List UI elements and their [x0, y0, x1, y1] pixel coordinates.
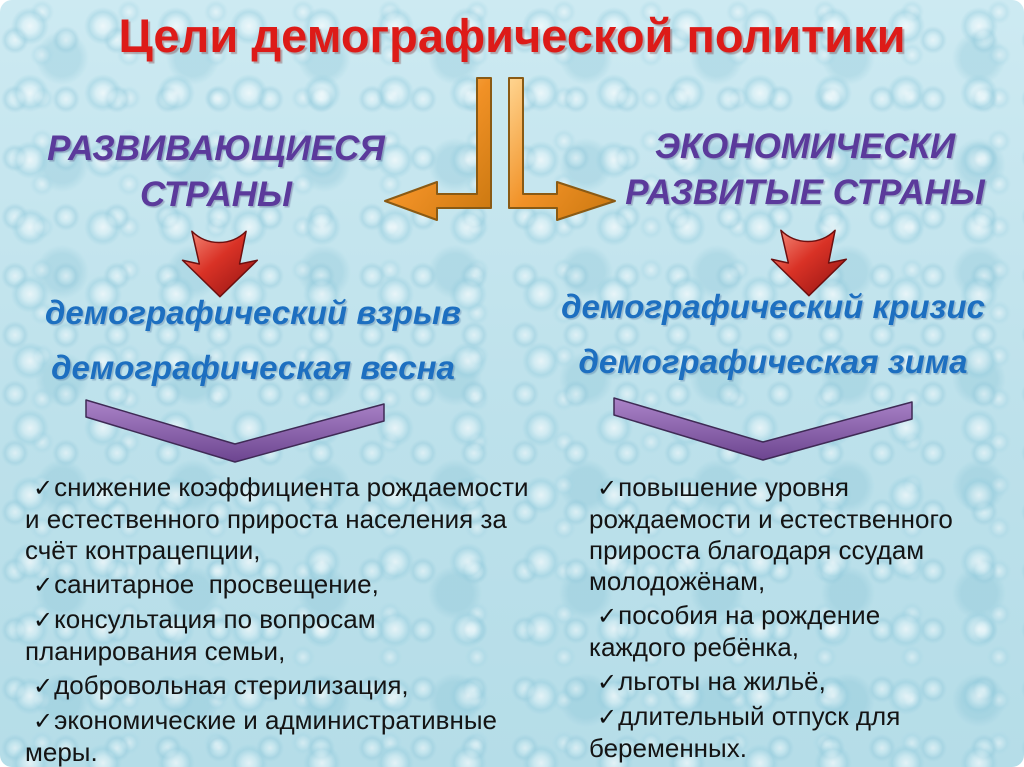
right-branch-heading: ЭКОНОМИЧЕСКИ РАЗВИТЫЕ СТРАНЫ [605, 124, 1005, 216]
list-item: ✓санитарное просвещение, [25, 569, 542, 601]
down-arrow-icon-right [770, 229, 848, 297]
list-item: ✓добровольная стерилизация, [25, 670, 542, 702]
right-branch-heading-line2: РАЗВИТЫЕ СТРАНЫ [625, 173, 985, 212]
list-item: ✓экономические и административные меры. [25, 705, 542, 767]
chevron-divider-icon-right [613, 397, 913, 461]
checkmark-icon: ✓ [33, 607, 54, 634]
list-item: ✓льготы на жильё, [589, 666, 981, 698]
list-item: ✓консультация по вопросам планирования с… [25, 604, 542, 667]
list-item: ✓пособия на рождение каждого ребёнка, [589, 600, 981, 663]
left-result-line2: демографическая весна [51, 349, 455, 386]
right-result-line1: демографический кризис [561, 288, 985, 325]
right-result-line2: демографическая зима [578, 343, 968, 380]
chevron-divider-icon-left [85, 399, 385, 463]
checkmark-icon: ✓ [33, 572, 54, 599]
list-item: ✓повышение уровня рождаемости и естестве… [589, 472, 981, 597]
left-result-line1: демографический взрыв [45, 294, 461, 331]
list-item-text: длительный отпуск для беременных. [589, 701, 908, 763]
right-branch-heading-line1: ЭКОНОМИЧЕСКИ [654, 127, 956, 166]
checkmark-icon: ✓ [597, 669, 618, 696]
left-branch-heading-line1: РАЗВИВАЮЩИЕСЯ [47, 129, 385, 168]
list-item-text: повышение уровня рождаемости и естествен… [589, 472, 961, 596]
right-branch-result: демографический кризис демографическая з… [528, 288, 1018, 381]
list-item-text: санитарное просвещение, [54, 569, 379, 599]
right-measures-list: ✓повышение уровня рождаемости и естестве… [589, 472, 981, 767]
list-item-text: консультация по вопросам планирования се… [25, 604, 383, 666]
list-item-text: добровольная стерилизация, [54, 670, 409, 700]
left-branch-heading-line2: СТРАНЫ [139, 175, 292, 214]
list-item: ✓снижение коэффициента рождаемости и ест… [25, 472, 542, 566]
list-item-text: снижение коэффициента рождаемости и есте… [25, 472, 536, 565]
left-branch-heading: РАЗВИВАЮЩИЕСЯ СТРАНЫ [16, 126, 416, 218]
checkmark-icon: ✓ [597, 704, 618, 731]
list-item-text: льготы на жильё, [618, 666, 826, 696]
down-arrow-icon-left [181, 230, 259, 298]
checkmark-icon: ✓ [33, 708, 54, 735]
left-branch-result: демографический взрыв демографическая ве… [8, 294, 498, 387]
checkmark-icon: ✓ [33, 673, 54, 700]
slide-title: Цели демографической политики [118, 9, 906, 62]
list-item-text: экономические и административные меры. [25, 705, 505, 767]
branch-split-arrows-icon [384, 77, 616, 221]
checkmark-icon: ✓ [33, 475, 54, 502]
checkmark-icon: ✓ [597, 603, 618, 630]
left-measures-list: ✓снижение коэффициента рождаемости и ест… [25, 472, 542, 767]
checkmark-icon: ✓ [597, 475, 618, 502]
list-item: ✓длительный отпуск для беременных. [589, 701, 981, 764]
list-item-text: пособия на рождение каждого ребёнка, [589, 600, 888, 662]
